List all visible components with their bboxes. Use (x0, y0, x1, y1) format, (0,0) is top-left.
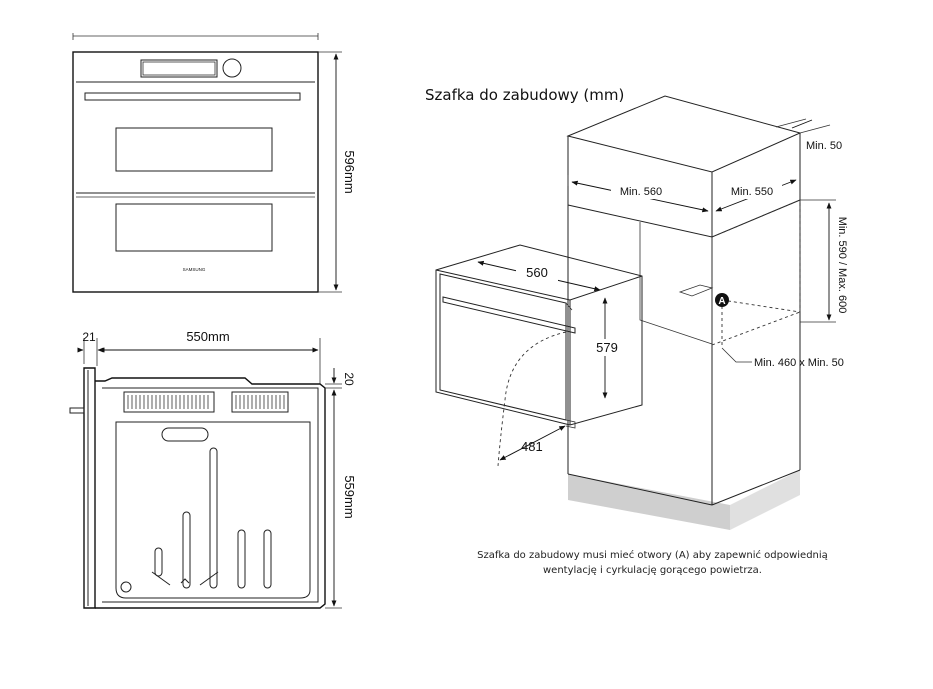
cabinet-top (566, 95, 802, 173)
cabinet-drawing: Min. 50 Min. 560 Min. 550 Min. 590 / Max… (435, 95, 848, 530)
drain-hole (120, 581, 132, 593)
side-depth-label: 550mm (186, 329, 229, 344)
oven-height-bg (592, 339, 622, 356)
oven-edge-detail (565, 302, 573, 311)
oven-height-label: 579 (596, 340, 618, 355)
min50-ext (799, 124, 831, 134)
oven-side-body (95, 377, 326, 609)
center-mark (180, 578, 190, 584)
front-height-label: 596mm (342, 150, 357, 193)
niche-dashed (711, 199, 801, 346)
cabinet-bottom-front (567, 473, 713, 506)
niche-back (639, 222, 713, 345)
vent-opening (678, 284, 714, 297)
door-handle (84, 92, 301, 101)
vent-size-label: Min. 460 x Min. 50 (754, 357, 844, 369)
rail-1 (209, 447, 218, 589)
caption-line-1: Szafka do zabudowy musi mieć otwory (A) … (477, 550, 828, 561)
upper-window (115, 127, 273, 172)
side-top-label: 20 (342, 372, 356, 386)
cavity-light (161, 427, 209, 442)
rail-4 (263, 529, 272, 589)
cabinet-caption: Szafka do zabudowy musi mieć otwory (A) … (460, 548, 845, 578)
side-inner-wall (102, 387, 319, 603)
rail-5 (154, 547, 163, 577)
vent-slots (123, 391, 289, 413)
lower-window (115, 203, 273, 252)
oven-box-fill (435, 244, 643, 426)
rail-3 (237, 529, 246, 589)
cabinet-title: Szafka do zabudowy (mm) (425, 86, 625, 104)
vent-group-2 (231, 391, 289, 413)
vent-marker-a (715, 293, 729, 307)
side-view: 550mm 21 (69, 329, 357, 609)
door-profile (83, 367, 96, 609)
plinth-front (568, 474, 730, 530)
cavity-outline (115, 421, 311, 599)
oven-handle (442, 296, 576, 334)
vent-lines-1 (127, 395, 209, 409)
cabinet-bottom-side (711, 469, 801, 506)
oven-width-bg (516, 264, 558, 281)
oven-door-bottom (565, 419, 576, 429)
front-view: SAMSUNG 596mm (72, 33, 357, 293)
side-front-label: 21 (82, 330, 96, 344)
min50-ext2 (775, 118, 807, 128)
door-open-dim (499, 425, 566, 461)
side-height-label: 559mm (342, 475, 357, 518)
min560-bg (611, 183, 671, 199)
control-display-inner (142, 61, 216, 76)
min550-bg (724, 183, 782, 199)
door-open-label: 481 (521, 439, 543, 454)
vent-lines-2 (235, 395, 285, 409)
control-knob (222, 58, 242, 78)
vent-dash (721, 299, 801, 313)
height-range-label: Min. 590 / Max. 600 (836, 217, 848, 314)
vent-group-1 (123, 391, 215, 413)
min550-label: Min. 550 (731, 186, 773, 198)
plinth-side (730, 470, 800, 530)
caption-line-2: wentylację i cyrkulację gorącego powietr… (542, 565, 762, 576)
min50-top-label: Min. 50 (806, 140, 842, 152)
brand-label: SAMSUNG (183, 267, 206, 272)
rail-arms (151, 571, 219, 586)
control-display (140, 59, 218, 78)
rail-2 (182, 511, 191, 589)
handle-stub (69, 407, 85, 414)
vent-marker-label: A (718, 296, 725, 307)
oven-width-label: 560 (526, 265, 548, 280)
min560-label: Min. 560 (620, 186, 662, 198)
oven-front-frame (72, 51, 319, 293)
vent-leader (721, 347, 752, 363)
min50-line (791, 119, 813, 129)
